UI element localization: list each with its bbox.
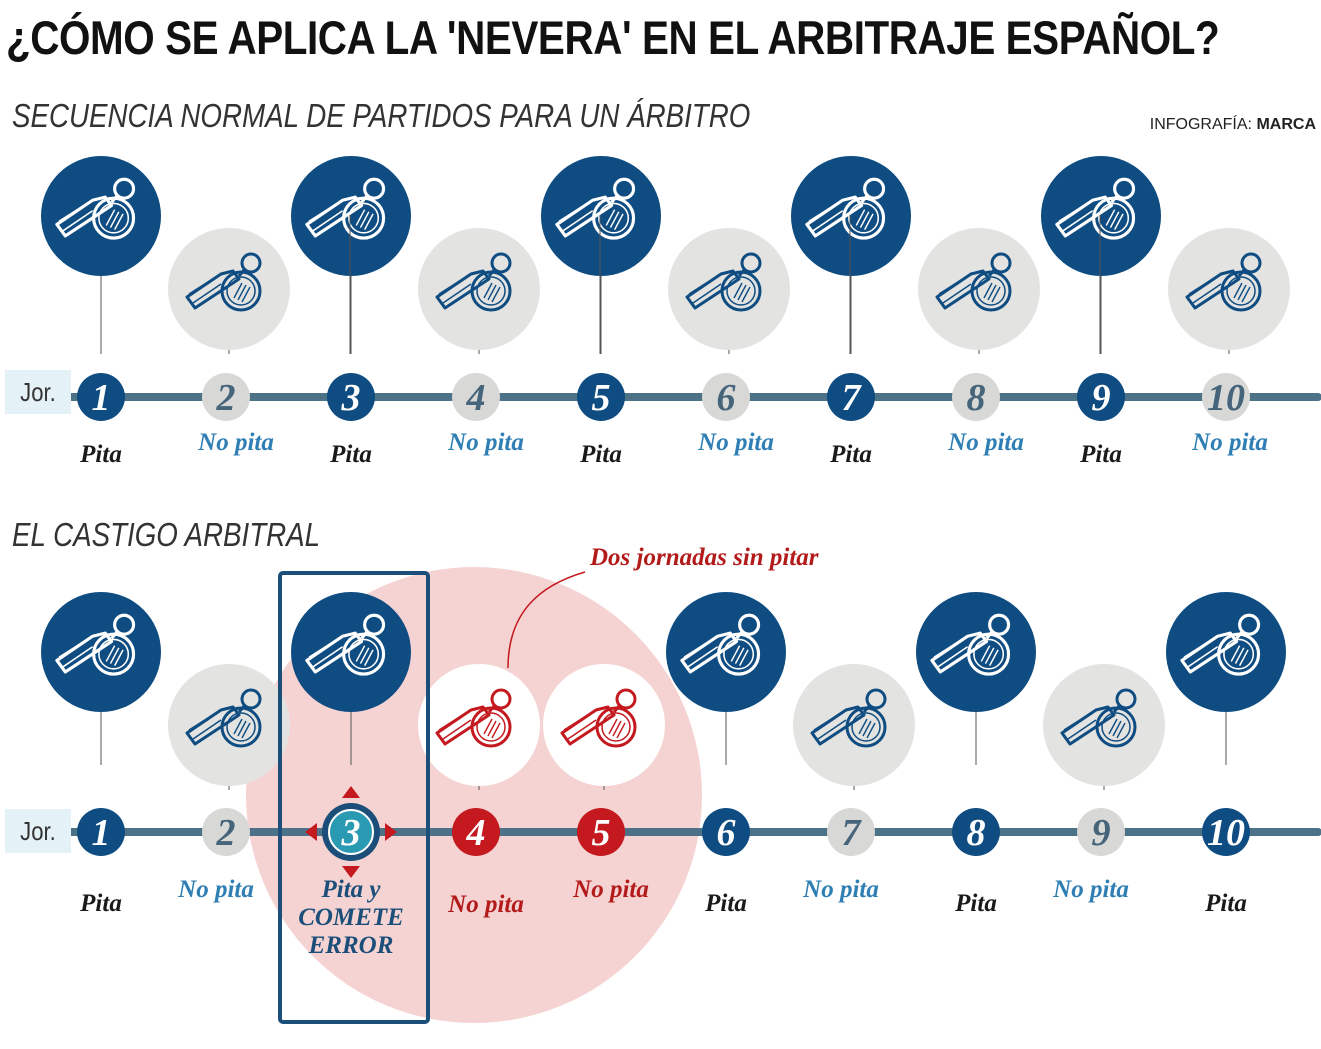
castigo-label-9: No pita bbox=[1053, 876, 1129, 903]
castigo-node-8 bbox=[952, 808, 1000, 856]
castigo-label-4: No pita bbox=[448, 891, 524, 918]
dos-jornadas-note: Dos jornadas sin pitar bbox=[590, 544, 819, 571]
castigo-label-2: No pita bbox=[178, 876, 254, 903]
section-normal-heading: SECUENCIA NORMAL DE PARTIDOS PARA UN ÁRB… bbox=[12, 97, 751, 134]
castigo-node-10 bbox=[1202, 808, 1250, 856]
normal-node-5 bbox=[577, 373, 625, 421]
page-title: ¿CÓMO SE APLICA LA 'NEVERA' EN EL ARBITR… bbox=[6, 11, 1220, 64]
normal-icon-bg-9 bbox=[1041, 156, 1161, 276]
castigo-round-number-1: 1 bbox=[92, 812, 111, 854]
castigo-icon-bg-9 bbox=[1043, 664, 1165, 786]
castigo-node-9 bbox=[1077, 808, 1125, 856]
normal-icon-bg-1 bbox=[41, 156, 161, 276]
normal-icon-bg-7 bbox=[791, 156, 911, 276]
castigo-node-7 bbox=[827, 808, 875, 856]
castigo-label-1: Pita bbox=[80, 890, 122, 917]
normal-icon-bg-6 bbox=[668, 228, 790, 350]
normal-label-4: No pita bbox=[448, 429, 524, 456]
normal-node-7 bbox=[827, 373, 875, 421]
castigo-label-10: Pita bbox=[1205, 890, 1247, 917]
normal-label-5: Pita bbox=[580, 441, 622, 468]
castigo-round-number-4: 4 bbox=[466, 812, 486, 854]
castigo-label-5: No pita bbox=[573, 876, 649, 903]
castigo-node-6 bbox=[702, 808, 750, 856]
castigo-label-line-2: ERROR bbox=[308, 932, 394, 959]
castigo-label-line-1: COMETE bbox=[298, 904, 404, 931]
castigo-icon-bg-1 bbox=[41, 592, 161, 712]
castigo-node-5 bbox=[577, 808, 625, 856]
normal-label-1: Pita bbox=[80, 441, 122, 468]
normal-node-3 bbox=[327, 373, 375, 421]
normal-node-2 bbox=[202, 373, 250, 421]
castigo-node-3 bbox=[328, 809, 374, 855]
normal-label-10: No pita bbox=[1192, 429, 1268, 456]
castigo-round-number-6: 6 bbox=[717, 812, 736, 854]
normal-label-9: Pita bbox=[1080, 441, 1122, 468]
normal-round-number-8: 8 bbox=[967, 377, 986, 419]
castigo-icon-bg-7 bbox=[793, 664, 915, 786]
castigo-round-number-8: 8 bbox=[967, 812, 986, 854]
normal-label-8: No pita bbox=[948, 429, 1024, 456]
jornada-axis-label-normal: Jor. bbox=[5, 370, 71, 414]
castigo-round-number-7: 7 bbox=[842, 812, 863, 854]
normal-label-2: No pita bbox=[198, 429, 274, 456]
normal-node-4 bbox=[452, 373, 500, 421]
normal-label-6: No pita bbox=[698, 429, 774, 456]
normal-round-number-7: 7 bbox=[842, 377, 863, 419]
castigo-icon-bg-2 bbox=[168, 664, 290, 786]
castigo-node-4 bbox=[452, 808, 500, 856]
normal-label-3: Pita bbox=[330, 441, 372, 468]
castigo-label-6: Pita bbox=[705, 890, 747, 917]
normal-round-number-6: 6 bbox=[717, 377, 736, 419]
normal-node-10 bbox=[1202, 373, 1250, 421]
normal-round-number-5: 5 bbox=[592, 377, 611, 419]
castigo-node-2 bbox=[202, 808, 250, 856]
castigo-label-line-0: Pita y bbox=[321, 876, 381, 903]
normal-round-number-4: 4 bbox=[466, 377, 486, 419]
arrows-icon bbox=[305, 786, 397, 878]
jornada-axis-label-castigo: Jor. bbox=[5, 809, 71, 853]
castigo-round-number-2: 2 bbox=[216, 812, 236, 854]
normal-round-number-9: 9 bbox=[1092, 377, 1111, 419]
castigo-node-1 bbox=[77, 808, 125, 856]
castigo-round-number-9: 9 bbox=[1092, 812, 1111, 854]
normal-round-number-1: 1 bbox=[92, 377, 111, 419]
castigo-round-number-3: 3 bbox=[341, 812, 361, 854]
castigo-round-number-5: 5 bbox=[592, 812, 611, 854]
castigo-icon-bg-5 bbox=[543, 664, 665, 786]
castigo-icon-bg-6 bbox=[666, 592, 786, 712]
normal-icon-bg-5 bbox=[541, 156, 661, 276]
normal-node-1 bbox=[77, 373, 125, 421]
castigo-round-number-10: 10 bbox=[1207, 812, 1245, 854]
section-castigo-heading: EL CASTIGO ARBITRAL bbox=[12, 516, 321, 553]
credit: INFOGRAFÍA: MARCA bbox=[1150, 116, 1316, 134]
normal-icon-bg-2 bbox=[168, 228, 290, 350]
normal-icon-bg-10 bbox=[1168, 228, 1290, 350]
castigo-icon-bg-4 bbox=[418, 664, 540, 786]
normal-node-6 bbox=[702, 373, 750, 421]
normal-icon-bg-8 bbox=[918, 228, 1040, 350]
normal-round-number-2: 2 bbox=[216, 377, 236, 419]
normal-round-number-3: 3 bbox=[341, 377, 361, 419]
credit-brand: MARCA bbox=[1256, 116, 1316, 133]
castigo-label-7: No pita bbox=[803, 876, 879, 903]
normal-icon-bg-3 bbox=[291, 156, 411, 276]
normal-round-number-10: 10 bbox=[1207, 377, 1245, 419]
normal-node-9 bbox=[1077, 373, 1125, 421]
castigo-icon-bg-3 bbox=[291, 592, 411, 712]
credit-prefix: INFOGRAFÍA: bbox=[1149, 116, 1252, 133]
castigo-icon-bg-10 bbox=[1166, 592, 1286, 712]
normal-icon-bg-4 bbox=[418, 228, 540, 350]
error-highlight-box bbox=[278, 571, 430, 1024]
normal-label-7: Pita bbox=[830, 441, 872, 468]
castigo-label-8: Pita bbox=[955, 890, 997, 917]
castigo-icon-bg-8 bbox=[916, 592, 1036, 712]
normal-node-8 bbox=[952, 373, 1000, 421]
note-connector bbox=[507, 571, 586, 669]
